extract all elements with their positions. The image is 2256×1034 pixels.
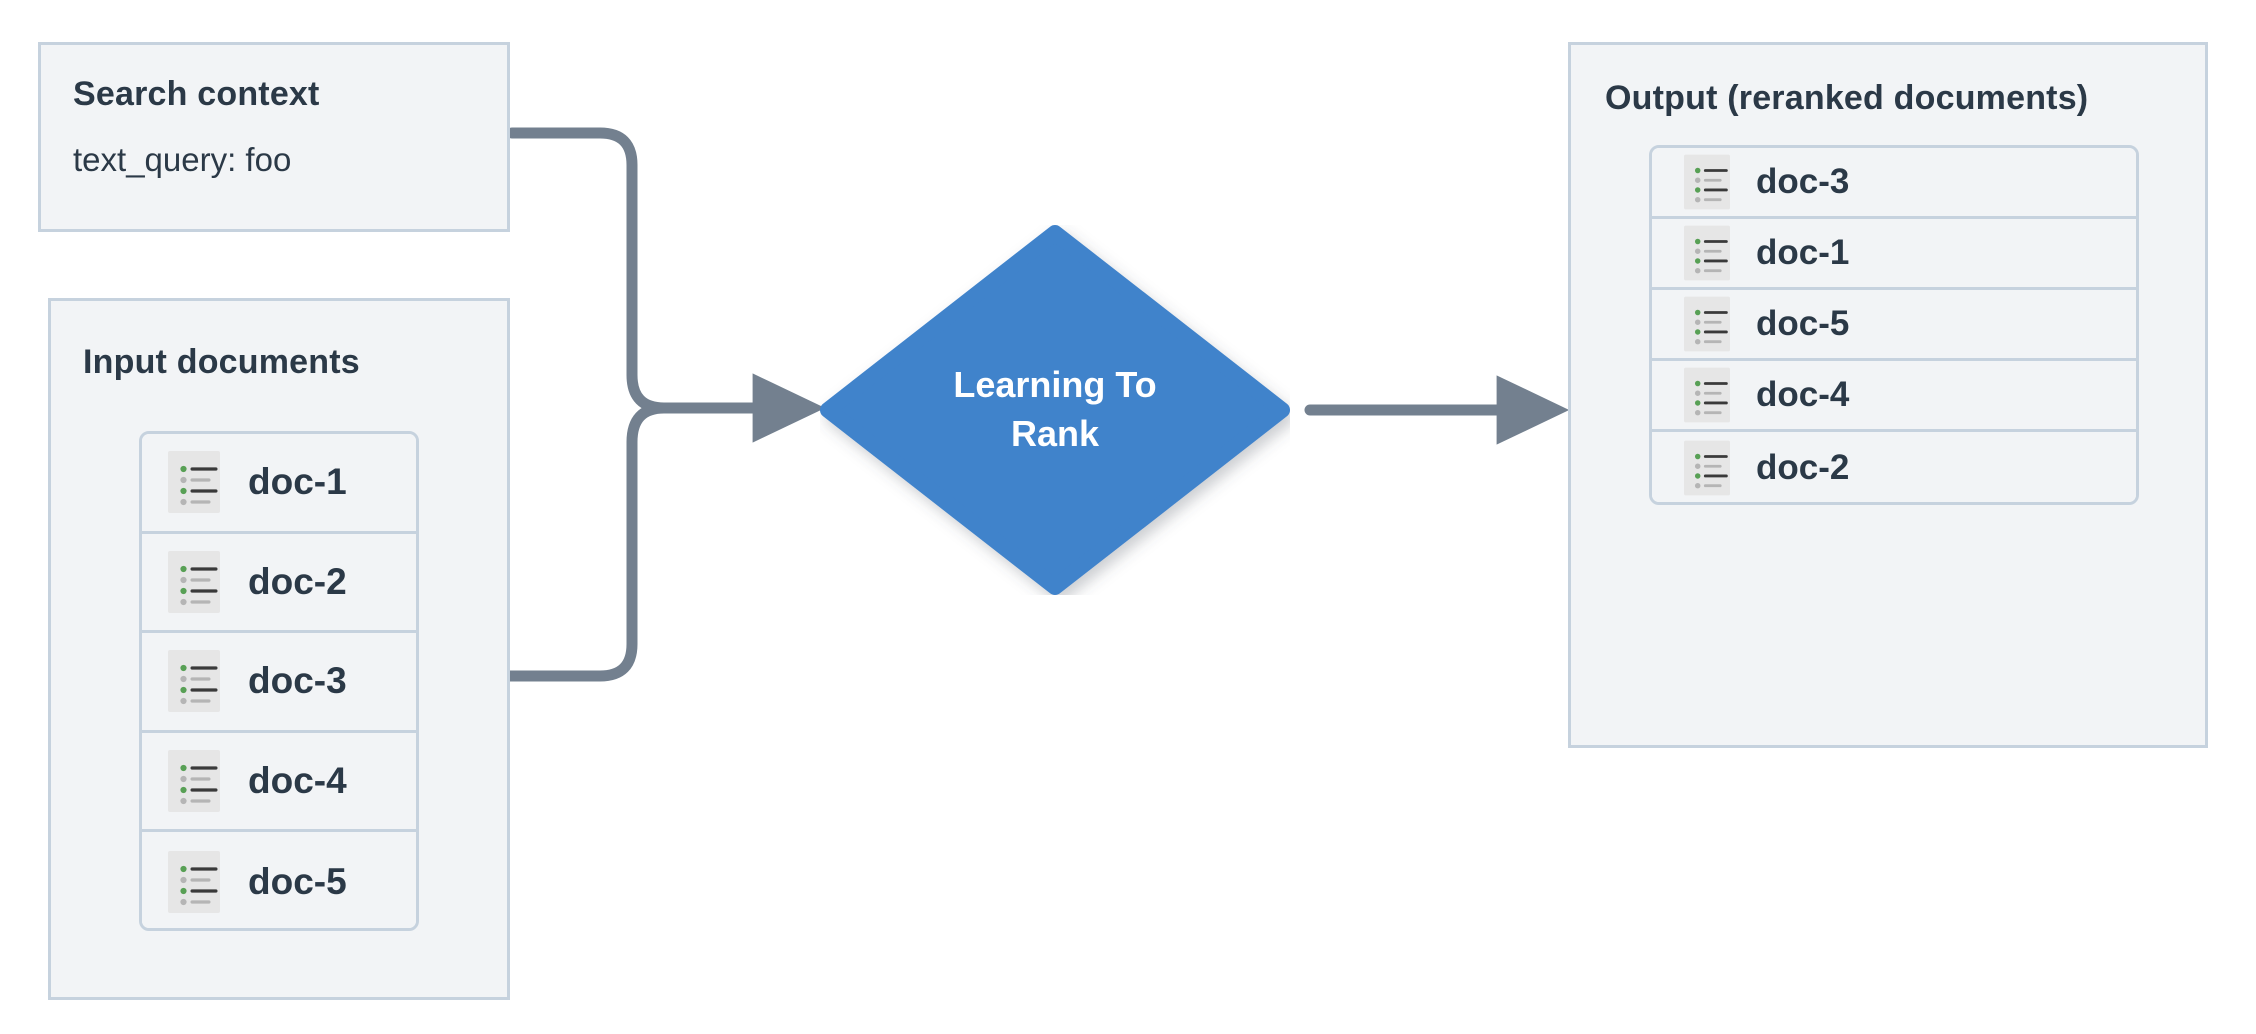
document-list-icon <box>1684 440 1730 496</box>
document-label: doc-3 <box>248 660 347 702</box>
document-list-icon <box>1684 296 1730 352</box>
input-documents-title: Input documents <box>83 343 360 381</box>
output-document-row[interactable]: doc-4 <box>1652 361 2136 432</box>
document-list-icon <box>168 550 220 613</box>
input-document-row[interactable]: doc-1 <box>142 434 416 534</box>
output-documents-title: Output (reranked documents) <box>1605 79 2089 117</box>
document-list-icon <box>168 451 220 514</box>
document-list-icon <box>1684 367 1730 423</box>
document-label: doc-3 <box>1756 162 1850 201</box>
document-label: doc-1 <box>1756 233 1850 272</box>
document-list-icon <box>1684 225 1730 281</box>
document-list-icon <box>168 650 220 713</box>
output-document-row[interactable]: doc-2 <box>1652 432 2136 502</box>
document-label: doc-2 <box>1756 447 1850 487</box>
input-document-row[interactable]: doc-2 <box>142 533 416 633</box>
output-document-row[interactable]: doc-1 <box>1652 219 2136 290</box>
document-label: doc-5 <box>1756 304 1850 343</box>
input-document-row[interactable]: doc-5 <box>142 832 416 928</box>
document-label: doc-4 <box>1756 375 1850 414</box>
output-document-row[interactable]: doc-5 <box>1652 290 2136 361</box>
connector-input-documents-to-ltr <box>499 402 706 682</box>
input-document-row[interactable]: doc-3 <box>142 633 416 733</box>
document-list-icon <box>168 850 220 913</box>
document-label: doc-1 <box>248 461 347 503</box>
input-documents-list: doc-1 doc-2 doc-3 doc-4 doc-5 <box>139 431 419 931</box>
document-label: doc-4 <box>248 759 347 801</box>
document-list-icon <box>168 749 220 812</box>
document-label: doc-5 <box>248 860 347 902</box>
document-label: doc-2 <box>248 560 347 602</box>
document-list-icon <box>1684 154 1730 210</box>
search-context-query: text_query: foo <box>73 141 292 178</box>
search-context-panel: Search context text_query: foo <box>38 42 510 232</box>
connector-search-context-to-ltr <box>506 127 706 414</box>
diamond-shape <box>820 225 1290 595</box>
output-documents-list: doc-3 doc-1 doc-5 doc-4 doc-2 <box>1649 145 2139 505</box>
input-document-row[interactable]: doc-4 <box>142 732 416 832</box>
learning-to-rank-node[interactable]: Learning To Rank <box>820 225 1290 595</box>
search-context-title: Search context <box>73 75 320 113</box>
output-document-row[interactable]: doc-3 <box>1652 148 2136 219</box>
